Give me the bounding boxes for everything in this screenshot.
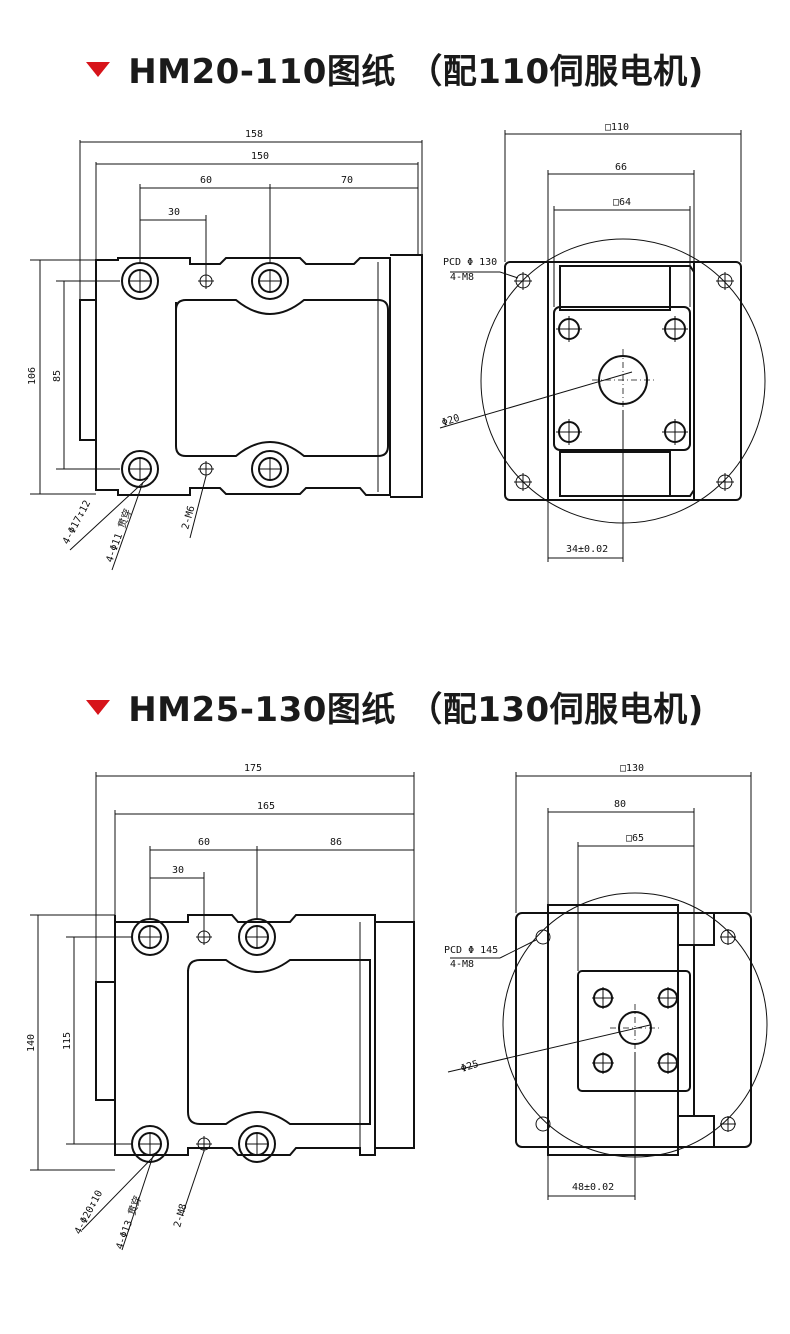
triangle-marker-icon xyxy=(86,700,111,715)
dim-inner: 115 xyxy=(62,1032,73,1050)
dim-height: 140 xyxy=(26,1034,37,1052)
note-tap: 2-M8 xyxy=(172,1203,189,1229)
dim-half: 30 xyxy=(168,207,180,218)
side-flange xyxy=(375,921,415,1149)
side-rear-plate xyxy=(79,299,97,441)
dim-offset: 34±0.02 xyxy=(566,544,608,555)
note-shaft: Φ20 xyxy=(441,413,462,429)
dim-offset: 48±0.02 xyxy=(572,1182,614,1193)
side-view-2: 175 165 60 86 30 140 115 4-Φ20↧10 4-Φ13 … xyxy=(26,763,415,1251)
dim-inner: 85 xyxy=(52,370,63,382)
dim-width: 80 xyxy=(614,799,626,810)
front-square-plate xyxy=(577,970,691,1092)
dim-bolt-span: 60 xyxy=(200,175,212,186)
front-body xyxy=(547,261,695,501)
triangle-marker-icon xyxy=(86,62,111,77)
front-flange-plate xyxy=(515,912,752,1148)
front-square-plate xyxy=(553,306,691,451)
dim-square: □65 xyxy=(626,833,644,844)
dim-overall: 175 xyxy=(244,763,262,774)
note-pcd-a: PCD Φ 130 xyxy=(443,257,497,268)
side-pocket xyxy=(187,959,371,1125)
front-view-1: □110 66 □64 PCD Φ 130 4-M8 Φ20 34±0.02 xyxy=(439,122,766,562)
side-view-1: 158 150 60 70 30 106 85 4-Φ17↧12 4-Φ11 贯… xyxy=(27,129,423,571)
dim-bolt-span: 60 xyxy=(198,837,210,848)
section-1-title: HM20-110图纸 （配110伺服电机) xyxy=(0,44,790,93)
note-hole-b: 4-Φ13 贯穿 xyxy=(113,1194,144,1251)
front-view-2: □130 80 □65 PCD Φ 145 4-M8 Φ25 48±0.02 xyxy=(444,763,768,1200)
dim-square: □64 xyxy=(613,197,631,208)
section-1-title-text: HM20-110图纸 （配110伺服电机) xyxy=(128,52,704,92)
dim-width: 66 xyxy=(615,162,627,173)
dim-flange: □110 xyxy=(605,122,629,133)
note-pcd-a: PCD Φ 145 xyxy=(444,945,498,956)
dim-rear: 86 xyxy=(330,837,342,848)
side-flange xyxy=(390,254,423,498)
dim-overall: 158 xyxy=(245,129,263,140)
side-rear-plate xyxy=(95,981,116,1101)
drawing-hm25-130: 175 165 60 86 30 140 115 4-Φ20↧10 4-Φ13 … xyxy=(26,763,768,1251)
note-hole-a: 4-Φ17↧12 xyxy=(61,499,93,547)
note-pcd-b: 4-M8 xyxy=(450,272,474,283)
drawing-hm20-110: 158 150 60 70 30 106 85 4-Φ17↧12 4-Φ11 贯… xyxy=(27,122,766,571)
note-hole-a: 4-Φ20↧10 xyxy=(73,1189,105,1237)
dim-half: 30 xyxy=(172,865,184,876)
note-pcd-b: 4-M8 xyxy=(450,959,474,970)
note-shaft: Φ25 xyxy=(460,1059,481,1075)
section-2-title: HM25-130图纸 （配130伺服电机) xyxy=(0,682,790,731)
section-2-title-text: HM25-130图纸 （配130伺服电机) xyxy=(128,690,704,730)
dim-flange: □130 xyxy=(620,763,644,774)
side-body-outline xyxy=(114,914,376,1156)
dim-body: 150 xyxy=(251,151,269,162)
front-body xyxy=(547,904,679,1156)
dim-height: 106 xyxy=(27,367,38,385)
side-body-outline xyxy=(95,257,391,496)
dim-body: 165 xyxy=(257,801,275,812)
dim-rear: 70 xyxy=(341,175,353,186)
side-pocket xyxy=(175,299,389,457)
